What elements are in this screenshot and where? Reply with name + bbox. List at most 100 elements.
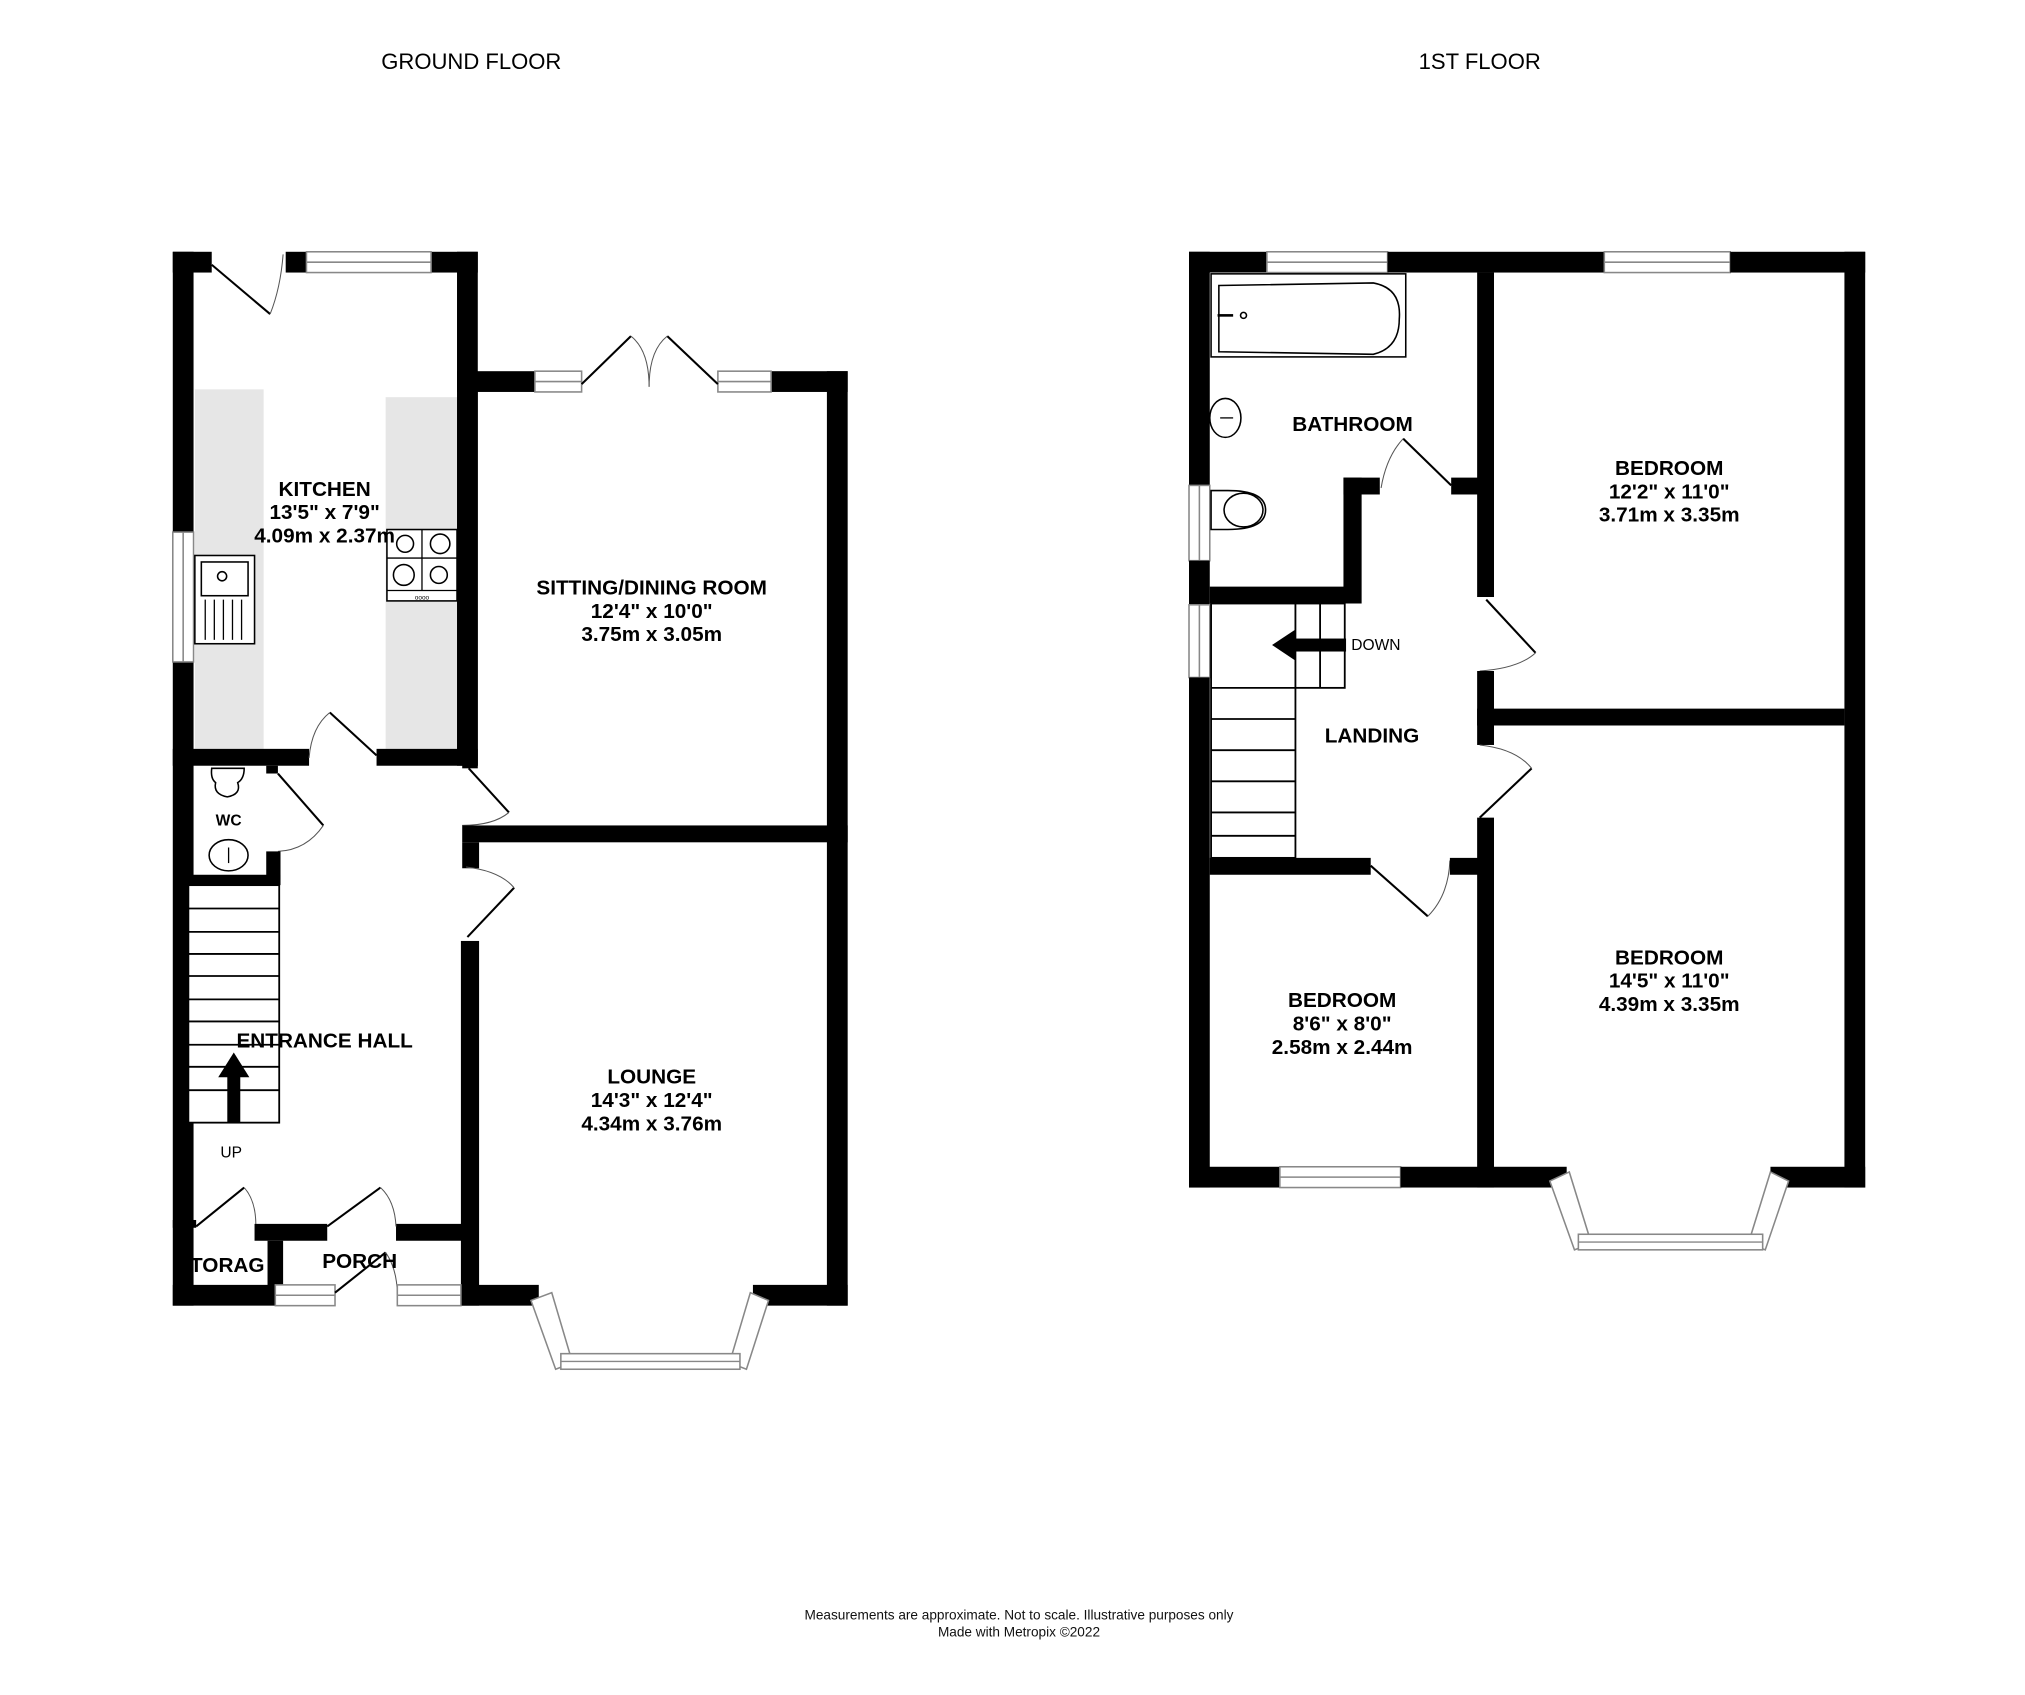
kitchen-window-top bbox=[305, 251, 432, 274]
landing-bottom-wall-right bbox=[1449, 857, 1495, 875]
sitting-dining-dim-metric: 3.75m x 3.05m bbox=[581, 623, 722, 646]
footer-disclaimer: Measurements are approximate. Not to sca… bbox=[805, 1608, 1234, 1623]
bedroom-front-dim-metric: 4.39m x 3.35m bbox=[1599, 993, 1740, 1016]
landing-label: LANDING bbox=[1325, 724, 1420, 747]
lounge-left-wall-top bbox=[462, 842, 480, 869]
up-arrow-icon bbox=[218, 1052, 250, 1123]
bathroom-window-top bbox=[1266, 251, 1389, 274]
french-doors bbox=[580, 335, 719, 387]
first-top-wall-2 bbox=[1387, 251, 1605, 273]
bedroom-divider-wall bbox=[1477, 708, 1845, 726]
bathroom-inner-wall bbox=[1343, 477, 1362, 604]
bedroom-rear-dim-metric: 3.71m x 3.35m bbox=[1599, 504, 1740, 527]
kitchen-back-door bbox=[211, 254, 284, 315]
bedroom-small-dim-imperial: 8'6" x 8'0" bbox=[1293, 1012, 1392, 1035]
wc-door bbox=[277, 772, 325, 852]
kitchen-dim-metric: 4.09m x 2.37m bbox=[254, 525, 395, 548]
bathroom-jamb-left bbox=[1343, 477, 1380, 495]
sitting-dining-label: SITTING/DINING ROOM bbox=[536, 576, 767, 599]
first-floor-title: 1ST FLOOR bbox=[1419, 49, 1541, 74]
bedroom-front-bay-window bbox=[1548, 1170, 1790, 1251]
stairs-down-label: DOWN bbox=[1351, 637, 1400, 654]
bath-icon bbox=[1210, 273, 1407, 358]
bedroom-small-label: BEDROOM bbox=[1288, 989, 1396, 1012]
bathroom-window-left bbox=[1188, 484, 1211, 562]
sitting-door bbox=[462, 767, 510, 826]
first-bottom-wall-3 bbox=[1770, 1166, 1866, 1188]
sitting-left-wall-2 bbox=[462, 391, 478, 769]
wc-right-wall bbox=[266, 851, 281, 880]
lounge-dim-metric: 4.34m x 3.76m bbox=[581, 1112, 722, 1135]
storage-porch-divider bbox=[267, 1240, 284, 1287]
bedroom-rear-dim-imperial: 12'2" x 11'0" bbox=[1609, 480, 1730, 503]
stairs-up-label: UP bbox=[220, 1145, 242, 1162]
kitchen-label: KITCHEN bbox=[279, 478, 371, 501]
landing-bottom-wall-left bbox=[1209, 857, 1371, 875]
porch-top-wall-left bbox=[254, 1223, 328, 1241]
first-left-wall-2 bbox=[1189, 560, 1210, 605]
bedroom-rear-door bbox=[1479, 598, 1537, 672]
wc-label: WC bbox=[216, 812, 242, 829]
bedroom-small-door bbox=[1370, 860, 1451, 918]
lounge-bottom-wall-right bbox=[752, 1284, 848, 1306]
wc-bottom-wall bbox=[185, 874, 281, 886]
sink-icon bbox=[194, 554, 256, 645]
bedroom-rear-window bbox=[1603, 251, 1731, 274]
porch-top-wall-right bbox=[396, 1223, 478, 1241]
lounge-label: LOUNGE bbox=[607, 1066, 696, 1089]
bedroom-small-window bbox=[1279, 1165, 1402, 1189]
bathroom-label: BATHROOM bbox=[1292, 413, 1413, 436]
sitting-dining-dim-imperial: 12'4" x 10'0" bbox=[591, 600, 713, 623]
storage-bottom-wall bbox=[172, 1284, 277, 1306]
kitchen-top-wall-left bbox=[172, 251, 212, 273]
first-bottom-wall-2 bbox=[1400, 1166, 1567, 1188]
lounge-dim-imperial: 14'3" x 12'4" bbox=[591, 1089, 713, 1112]
basin-icon bbox=[208, 838, 249, 872]
bedroom-front-left-wall bbox=[1477, 817, 1495, 1188]
first-floor-plan: BATHROOM bbox=[1188, 251, 1866, 1251]
lounge-left-wall bbox=[460, 940, 480, 1306]
kitchen-bottom-wall-left bbox=[172, 748, 310, 766]
bathroom-basin-icon bbox=[1208, 397, 1242, 439]
sitting-window-left bbox=[534, 370, 583, 393]
ground-floor-title: GROUND FLOOR bbox=[381, 49, 561, 74]
first-right-wall bbox=[1844, 251, 1866, 1188]
kitchen-inner-door bbox=[308, 711, 378, 758]
ground-left-wall bbox=[172, 251, 194, 1306]
bedroom-front-dim-imperial: 14'5" x 11'0" bbox=[1609, 970, 1730, 993]
lounge-bottom-wall-left bbox=[460, 1284, 539, 1306]
down-arrow-icon bbox=[1272, 629, 1347, 661]
bedroom-rear-label: BEDROOM bbox=[1615, 457, 1723, 480]
toilet-icon bbox=[210, 767, 245, 798]
landing-right-wall-mid bbox=[1477, 670, 1495, 745]
kitchen-bottom-wall-right bbox=[376, 748, 478, 766]
hob-icon: oooo bbox=[386, 528, 458, 602]
first-bottom-wall-1 bbox=[1189, 1166, 1280, 1188]
first-left-wall-3 bbox=[1189, 677, 1210, 1188]
front-hall-door bbox=[326, 1186, 397, 1228]
landing-window-left bbox=[1188, 604, 1211, 679]
first-top-wall-3 bbox=[1730, 251, 1866, 273]
kitchen-window-left bbox=[172, 531, 195, 663]
lounge-bay-window bbox=[530, 1291, 770, 1371]
sitting-lounge-dividing-wall bbox=[462, 825, 848, 843]
bedroom-front-door bbox=[1479, 744, 1533, 819]
bathroom-bottom-wall bbox=[1209, 586, 1361, 604]
porch-label: PORCH bbox=[322, 1250, 397, 1273]
storage-door bbox=[195, 1186, 257, 1228]
lounge-door bbox=[466, 866, 515, 938]
porch-window-right bbox=[396, 1284, 462, 1307]
entrance-hall-label: ENTRANCE HALL bbox=[236, 1029, 413, 1052]
svg-text:oooo: oooo bbox=[415, 595, 430, 602]
storage-label: TORAG bbox=[190, 1254, 265, 1277]
bedroom-small-dim-metric: 2.58m x 2.44m bbox=[1272, 1036, 1413, 1059]
kitchen-dim-imperial: 13'5" x 7'9" bbox=[269, 501, 379, 524]
kitchen-top-wall-mid bbox=[285, 251, 307, 273]
first-left-wall-1 bbox=[1189, 251, 1210, 486]
sitting-top-wall-left bbox=[457, 371, 535, 392]
sitting-window-right bbox=[717, 370, 772, 393]
bathroom-jamb-right bbox=[1451, 477, 1480, 495]
bathroom-toilet-icon bbox=[1210, 489, 1267, 531]
footer-credit: Made with Metropix ©2022 bbox=[938, 1625, 1100, 1640]
